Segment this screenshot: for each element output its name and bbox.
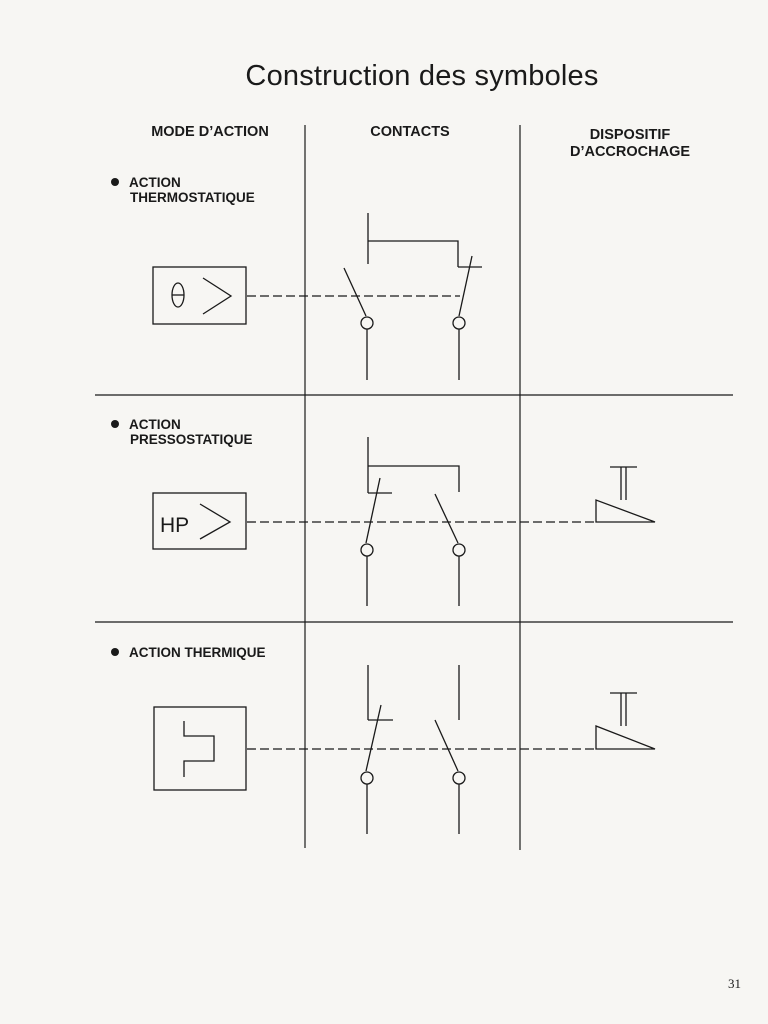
- contact-terminal-icon: [452, 771, 466, 785]
- thermostat-box: [152, 266, 247, 325]
- column-header-mode-text: MODE D’ACTION: [151, 124, 269, 140]
- page-title: Construction des symboles: [245, 60, 599, 92]
- section-1-line2: THERMOSTATIQUE: [130, 190, 255, 205]
- contact-terminal-icon: [452, 543, 466, 557]
- section-2-line1: ACTION: [129, 417, 181, 432]
- pressostat-label: HP: [160, 514, 189, 537]
- section-2-line2: PRESSOSTATIQUE: [130, 432, 253, 447]
- pressostat-symbol: [152, 492, 247, 550]
- thermal-contacts: [247, 665, 597, 834]
- section-1-line1: ACTION: [129, 175, 181, 190]
- section-3-line1: ACTION THERMIQUE: [129, 645, 266, 660]
- thermal-relay-icon: [183, 721, 215, 777]
- column-header-contacts-text: CONTACTS: [370, 124, 450, 140]
- pressostat-contacts: [247, 437, 597, 606]
- latch-device-icon: [595, 466, 656, 523]
- column-header-dispositif: DISPOSITIF D’ACCROCHAGE: [530, 127, 730, 161]
- latch-device-icon: [595, 692, 656, 750]
- thermal-box: [153, 706, 247, 791]
- thermostat-symbol: [152, 266, 247, 325]
- greater-than-icon: [202, 277, 233, 315]
- contact-terminal-icon: [360, 543, 374, 557]
- bullet-icon: [111, 648, 119, 657]
- column-header-contacts: CONTACTS: [340, 124, 480, 141]
- pressostat-box: [152, 492, 247, 550]
- contact-terminal-icon: [360, 316, 374, 330]
- column-header-dispositif-line2: D’ACCROCHAGE: [569, 144, 691, 160]
- thermostat-contacts: [247, 213, 482, 380]
- thermal-symbol: [153, 706, 247, 791]
- section-label-pressostatique: ACTION PRESSOSTATIQUE: [111, 417, 253, 447]
- contact-terminal-icon: [360, 771, 374, 785]
- column-header-dispositif-line1: DISPOSITIF: [589, 127, 671, 143]
- column-header-mode: MODE D’ACTION: [120, 124, 300, 141]
- section-label-thermique: ACTION THERMIQUE: [111, 645, 266, 660]
- greater-than-icon: [199, 503, 232, 540]
- bullet-icon: [111, 420, 119, 429]
- bullet-icon: [111, 178, 119, 187]
- page-number: 31: [728, 976, 741, 991]
- section-label-thermostatique: ACTION THERMOSTATIQUE: [111, 175, 255, 205]
- contact-terminal-icon: [452, 316, 466, 330]
